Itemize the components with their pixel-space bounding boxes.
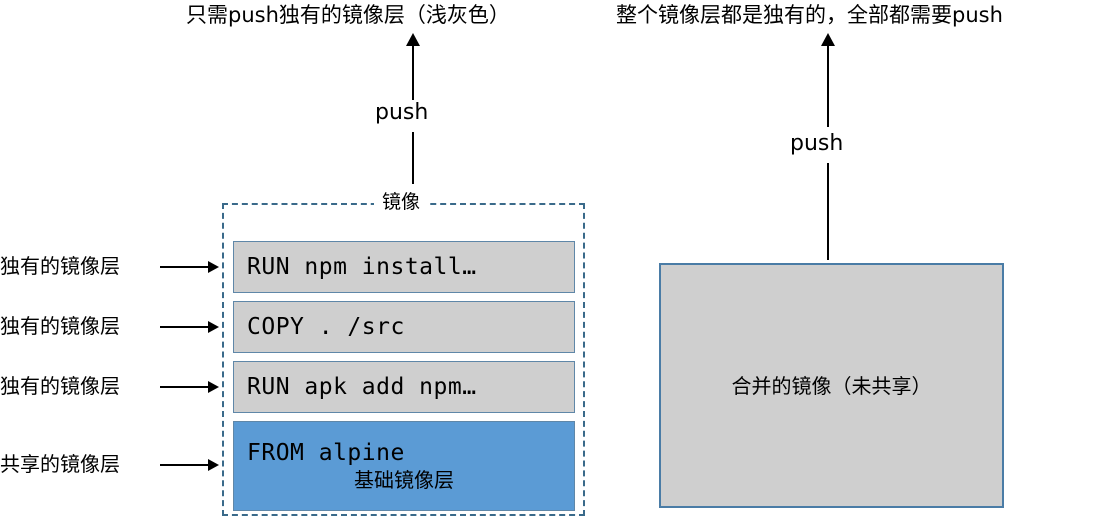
right-push-arrow-lower-shaft bbox=[827, 163, 829, 260]
side-arrowhead-icon bbox=[208, 321, 219, 333]
layer-command-text: FROM alpine bbox=[247, 440, 405, 466]
left-push-label: push bbox=[371, 100, 433, 126]
image-container-label: 镜像 bbox=[374, 190, 429, 214]
side-label-unique-layer: 独有的镜像层 bbox=[0, 314, 120, 338]
merged-image-label: 合并的镜像（未共享） bbox=[731, 373, 932, 398]
image-layer-row[interactable]: RUN apk add npm… bbox=[233, 361, 575, 413]
image-layer-row-base[interactable]: FROM alpine 基础镜像层 bbox=[233, 421, 575, 511]
right-push-label: push bbox=[786, 131, 848, 157]
layer-sublabel-text: 基础镜像层 bbox=[354, 468, 454, 492]
side-label-unique-layer: 独有的镜像层 bbox=[0, 374, 120, 398]
right-push-arrowhead-icon bbox=[821, 33, 835, 46]
layer-command-text: COPY . /src bbox=[247, 314, 405, 340]
left-push-arrow-upper-shaft bbox=[412, 45, 414, 100]
side-arrow-shaft bbox=[160, 464, 210, 466]
right-diagram-title: 整个镜像层都是独有的，全部都需要push bbox=[616, 3, 1003, 27]
side-arrowhead-icon bbox=[208, 261, 219, 273]
image-layer-row[interactable]: COPY . /src bbox=[233, 301, 575, 353]
layer-command-text: RUN apk add npm… bbox=[247, 374, 477, 400]
side-label-unique-layer: 独有的镜像层 bbox=[0, 254, 120, 278]
side-label-shared-layer: 共享的镜像层 bbox=[0, 452, 120, 476]
side-arrowhead-icon bbox=[208, 459, 219, 471]
merged-image-box[interactable]: 合并的镜像（未共享） bbox=[659, 263, 1004, 508]
side-arrowhead-icon bbox=[208, 381, 219, 393]
side-arrow-shaft bbox=[160, 386, 210, 388]
right-push-arrow-upper-shaft bbox=[827, 45, 829, 127]
side-arrow-shaft bbox=[160, 266, 210, 268]
left-push-arrowhead-icon bbox=[406, 33, 420, 46]
layer-command-text: RUN npm install… bbox=[247, 254, 477, 280]
left-diagram-title: 只需push独有的镜像层（浅灰色） bbox=[186, 3, 510, 27]
left-push-arrow-lower-shaft bbox=[412, 132, 414, 184]
image-layer-row[interactable]: RUN npm install… bbox=[233, 241, 575, 293]
side-arrow-shaft bbox=[160, 326, 210, 328]
